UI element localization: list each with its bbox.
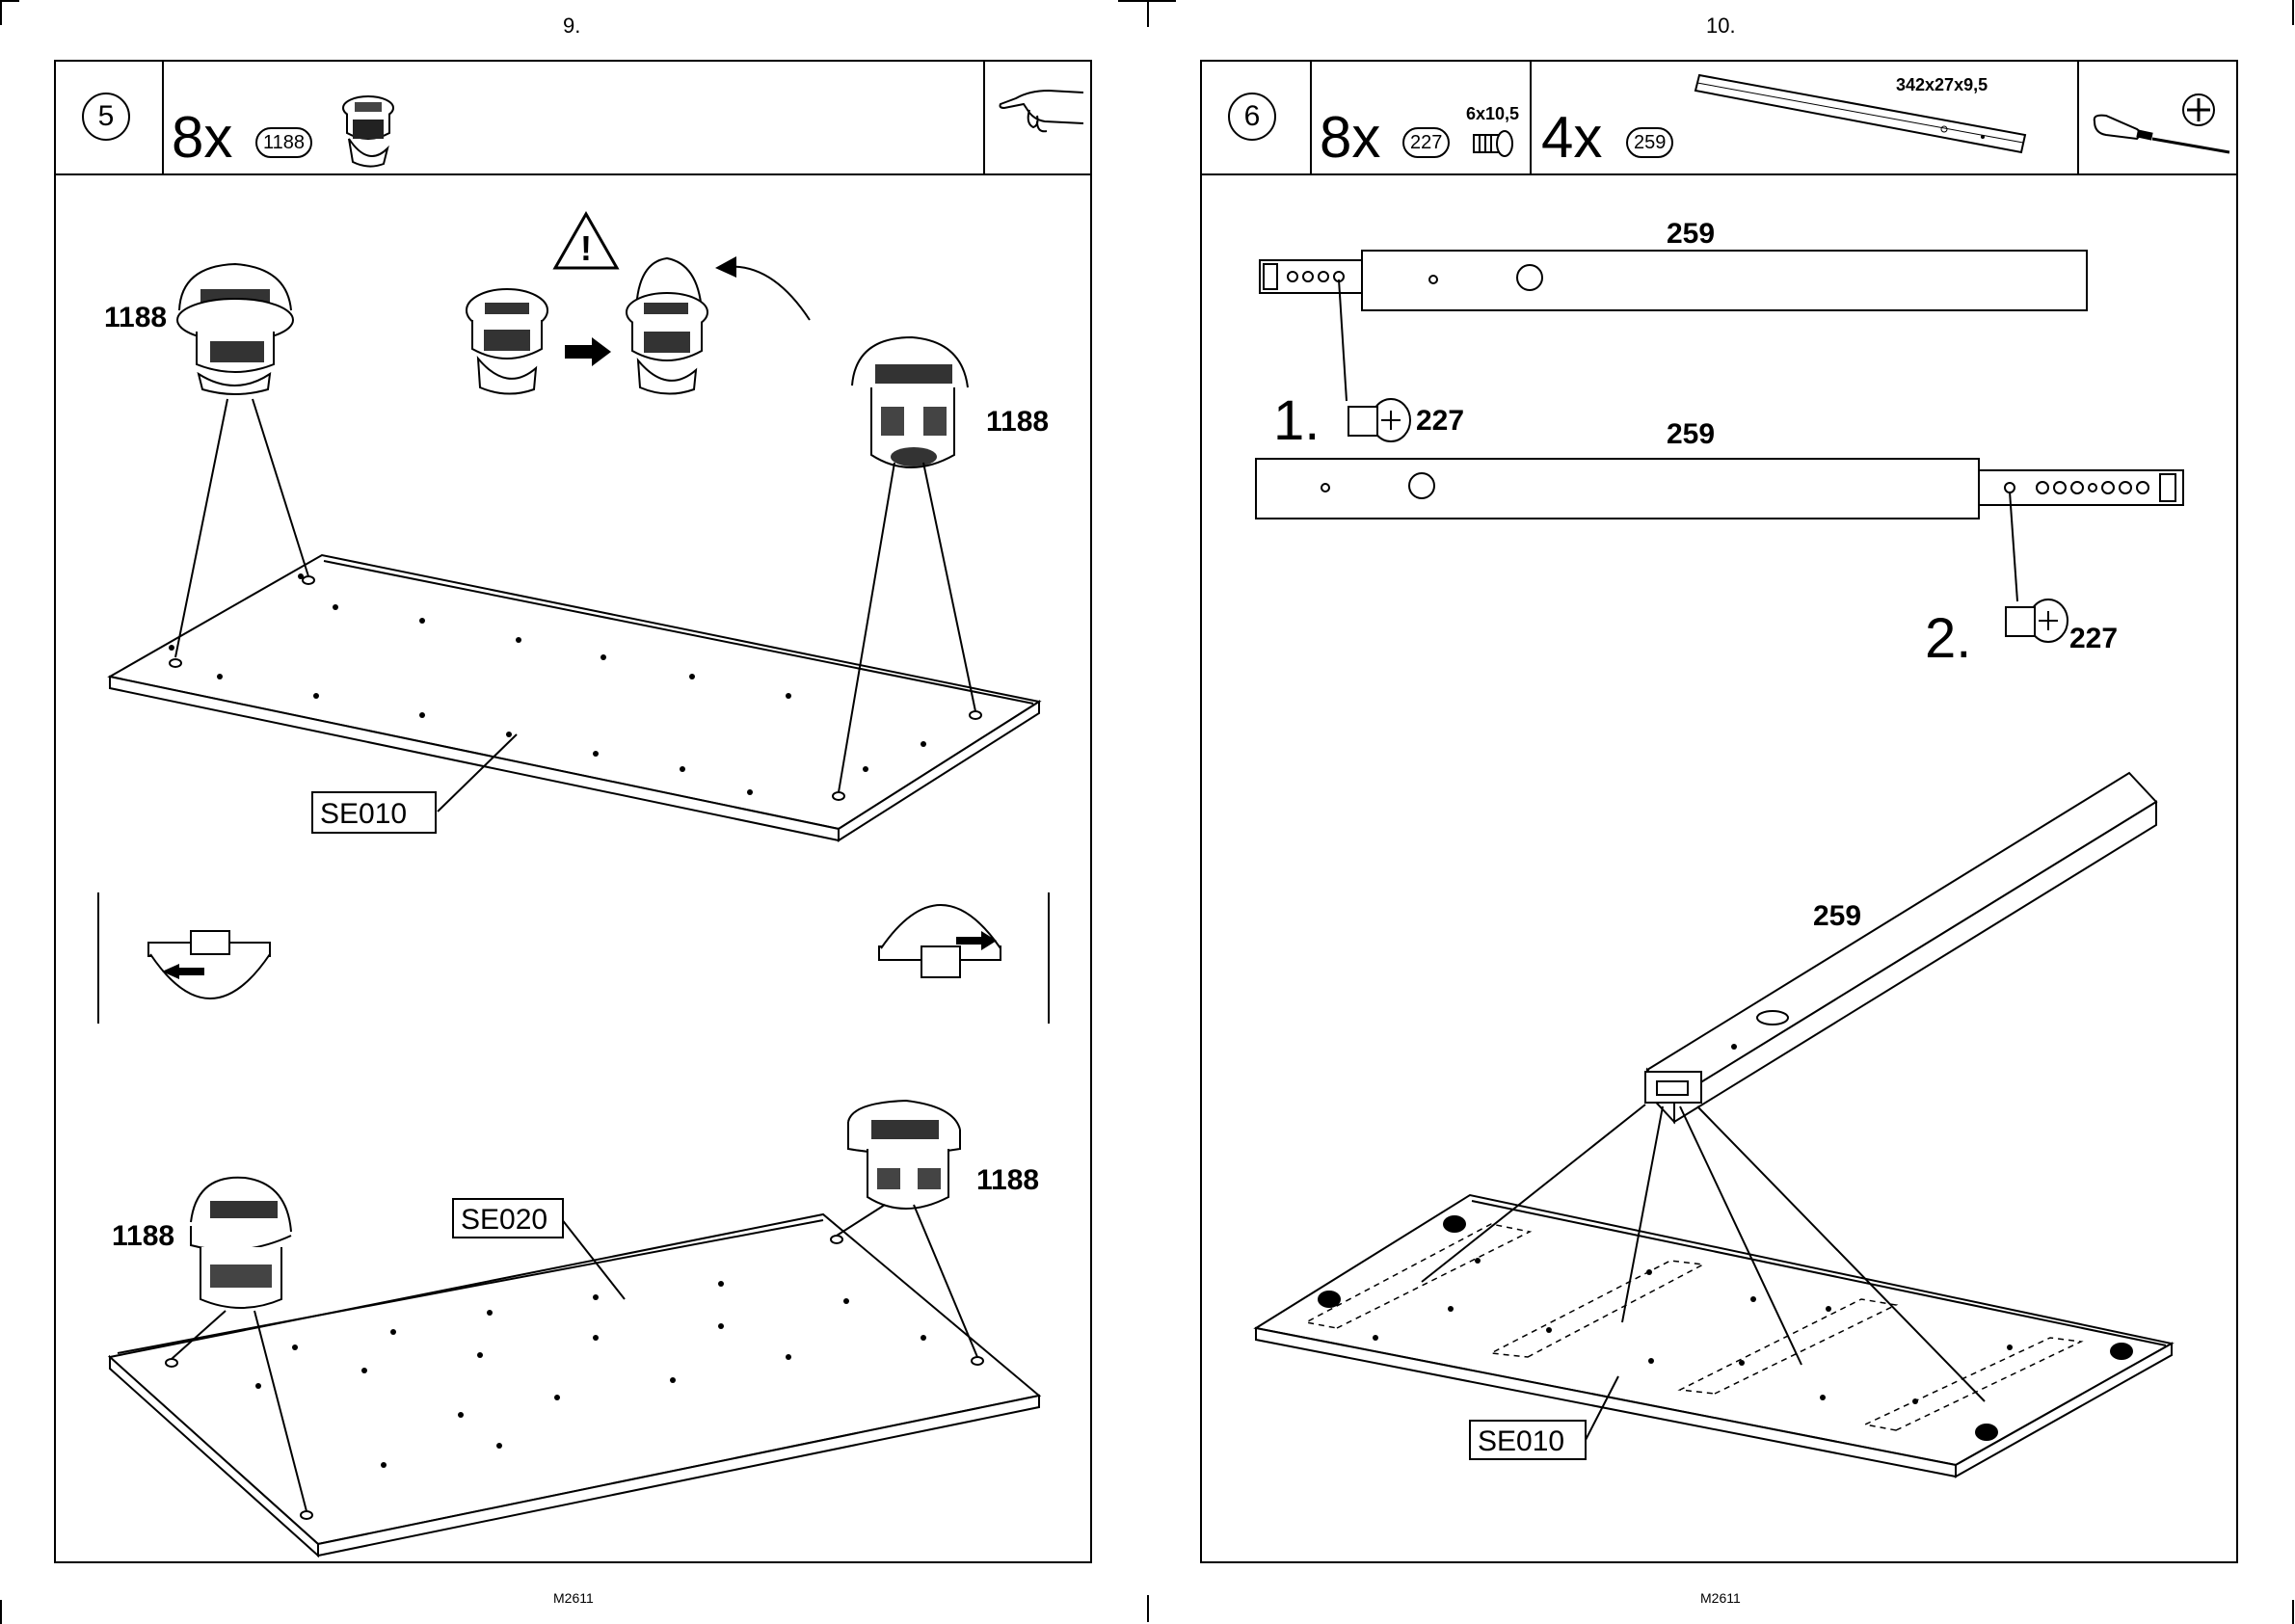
crop-mark <box>0 1600 2 1624</box>
panel-se010-illustration <box>1256 1195 2172 1477</box>
step-number-cell: 6 <box>1202 62 1312 173</box>
crop-mark <box>0 0 2 25</box>
crop-mark <box>2292 0 2294 25</box>
screw-icon <box>1472 129 1514 158</box>
crop-mark <box>1147 0 1149 27</box>
cam-lock-illustration <box>848 1101 960 1209</box>
rail-part-label: 259 <box>1667 418 1715 450</box>
hardware-quantity: 8x <box>172 104 232 171</box>
step-number: 6 <box>1228 93 1276 141</box>
cam-lock-illustration <box>177 264 293 394</box>
warning-icon: ! <box>555 214 617 268</box>
hardware-cell-screws: 8x 227 6x10,5 <box>1312 62 1532 173</box>
step-header: 6 8x 227 6x10,5 4x 259 342x27x9,5 <box>1202 62 2236 175</box>
screw-illustration <box>2006 599 2068 642</box>
drawer-rail-illustration <box>1256 459 2183 519</box>
drawer-rail-icon <box>1694 67 2037 172</box>
screw-part-label: 227 <box>1416 405 1464 437</box>
drawer-rail-illustration <box>1260 251 2087 310</box>
curved-arrow-icon <box>715 256 810 320</box>
tool-cell <box>2079 62 2240 173</box>
step-sequence-label: 1. <box>1273 389 1320 452</box>
crop-mark <box>1147 1595 1149 1622</box>
screw-part-label: 227 <box>2069 623 2118 654</box>
step-5-panel: 5 8x 1188 ! <box>54 60 1092 1563</box>
crop-mark <box>2292 1600 2294 1624</box>
crop-mark <box>0 0 19 2</box>
cam-part-label: 1188 <box>104 302 167 333</box>
step-number-cell: 5 <box>56 62 164 173</box>
panel-label: SE010 <box>1478 1425 1564 1457</box>
hardware-cell: 8x 1188 <box>164 62 985 173</box>
cam-orientation-detail-left <box>98 892 270 1024</box>
rail-part-label: 259 <box>1813 900 1861 932</box>
drawer-rail-illustration <box>1645 773 2156 1122</box>
hand-pointing-icon <box>995 81 1087 154</box>
part-number-badge: 227 <box>1402 127 1450 158</box>
step-6-panel: 6 8x 227 6x10,5 4x 259 342x27x9,5 <box>1200 60 2238 1563</box>
panel-se010-illustration <box>110 555 1039 840</box>
cam-lock-closed-illustration <box>467 289 547 394</box>
part-number-badge: 1188 <box>255 127 312 158</box>
cam-part-label: 1188 <box>976 1164 1039 1196</box>
arrow-right-icon <box>565 337 611 366</box>
cam-lock-icon <box>339 91 397 170</box>
step-number: 5 <box>82 93 130 141</box>
page-footer: M2611 <box>553 1590 594 1606</box>
cam-lock-illustration <box>852 337 968 467</box>
crop-mark <box>1118 0 1176 2</box>
cam-lock-illustration <box>191 1178 291 1308</box>
page-number: 10. <box>1706 13 1736 39</box>
screw-illustration <box>1348 399 1410 441</box>
panel-label: SE010 <box>320 798 407 830</box>
tool-cell <box>985 62 1094 173</box>
cam-lock-open-illustration <box>627 258 707 394</box>
hardware-quantity: 4x <box>1541 104 1602 171</box>
rail-part-label: 259 <box>1667 218 1715 250</box>
cam-part-label: 1188 <box>112 1220 174 1252</box>
phillips-head-icon <box>2179 91 2218 129</box>
part-number-badge: 259 <box>1626 127 1673 158</box>
cam-part-label: 1188 <box>986 406 1049 438</box>
page-number: 9. <box>563 13 580 39</box>
page-footer: M2611 <box>1700 1590 1741 1606</box>
panel-label: SE020 <box>461 1204 547 1236</box>
step-header: 5 8x 1188 <box>56 62 1090 175</box>
svg-text:!: ! <box>580 228 592 268</box>
step-sequence-label: 2. <box>1925 607 1971 670</box>
hardware-quantity: 8x <box>1320 104 1380 171</box>
hardware-size: 6x10,5 <box>1466 104 1519 124</box>
hardware-cell-rails: 4x 259 342x27x9,5 <box>1532 62 2079 173</box>
step-6-illustration: 259 1. 227 259 <box>1202 175 2236 1561</box>
cam-orientation-detail-right <box>879 892 1049 1024</box>
step-5-illustration: ! <box>56 175 1090 1561</box>
